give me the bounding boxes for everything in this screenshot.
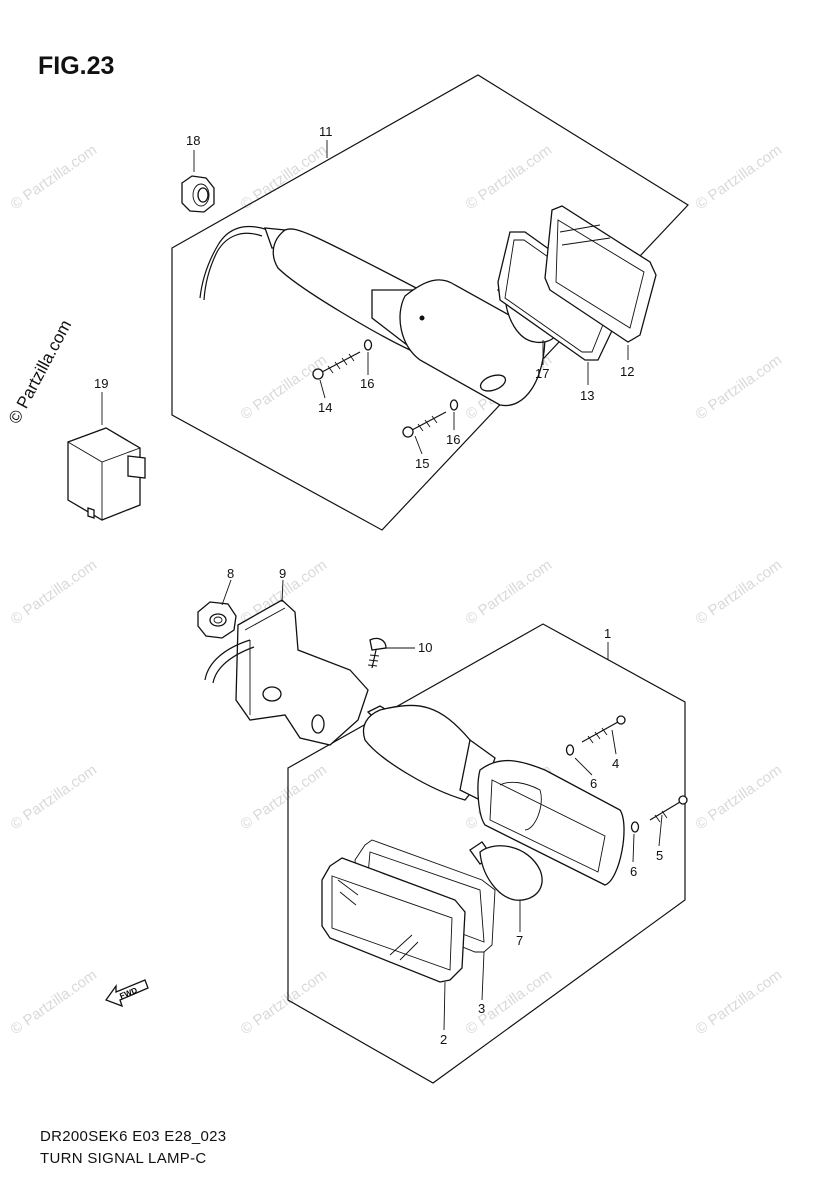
callout-2[interactable]: 2 <box>440 1032 447 1047</box>
part-5-screw[interactable] <box>649 795 688 823</box>
part-name: TURN SIGNAL LAMP-C <box>40 1150 207 1167</box>
callout-10[interactable]: 10 <box>418 640 432 655</box>
callout-3[interactable]: 3 <box>478 1001 485 1016</box>
part-12-lens[interactable] <box>544 205 657 343</box>
callout-19[interactable]: 19 <box>94 376 108 391</box>
watermark: © Partzilla.com <box>463 556 556 628</box>
part-6-washer-b[interactable] <box>630 821 640 833</box>
watermark: © Partzilla.com <box>693 556 786 628</box>
part-16-washer-a[interactable] <box>363 339 373 351</box>
watermark: © Partzilla.com <box>693 966 786 1038</box>
part-18-nut[interactable] <box>181 175 215 213</box>
watermark: © Partzilla.com <box>238 966 331 1038</box>
callout-7[interactable]: 7 <box>516 933 523 948</box>
watermark: © Partzilla.com <box>463 141 556 213</box>
watermark: © Partzilla.com <box>8 141 101 213</box>
part-19-relay[interactable] <box>67 427 146 521</box>
callout-12[interactable]: 12 <box>620 364 634 379</box>
part-9-bracket[interactable] <box>235 599 369 746</box>
callout-1[interactable]: 1 <box>604 626 611 641</box>
part-15-screw[interactable] <box>402 411 447 438</box>
watermark: © Partzilla.com <box>238 351 331 423</box>
figure-title: FIG.23 <box>38 52 115 80</box>
watermark: © Partzilla.com <box>238 761 331 833</box>
fwd-label: FWD <box>118 986 138 1001</box>
callout-13[interactable]: 13 <box>580 388 594 403</box>
callout-4[interactable]: 4 <box>612 756 619 771</box>
callout-18[interactable]: 18 <box>186 133 200 148</box>
part-14-screw[interactable] <box>312 351 361 380</box>
callout-14[interactable]: 14 <box>318 400 332 415</box>
part-4-screw[interactable] <box>581 715 626 744</box>
part-16-washer-b[interactable] <box>449 399 459 411</box>
part-6-washer-a[interactable] <box>565 744 575 756</box>
watermark: © Partzilla.com <box>8 966 101 1038</box>
part-2-lens[interactable] <box>321 857 466 983</box>
watermark: © Partzilla.com <box>693 761 786 833</box>
callout-16b[interactable]: 16 <box>446 432 460 447</box>
callout-6a[interactable]: 6 <box>590 776 597 791</box>
callout-15[interactable]: 15 <box>415 456 429 471</box>
model-code: DR200SEK6 E03 E28_023 <box>40 1128 227 1145</box>
watermark: © Partzilla.com <box>693 141 786 213</box>
assembly-1-frame <box>287 623 686 1084</box>
part-1-lamp-body[interactable] <box>362 704 625 886</box>
side-watermark: © Partzilla.com <box>5 317 76 427</box>
wire-lower <box>204 639 255 684</box>
callout-5[interactable]: 5 <box>656 848 663 863</box>
watermark: © Partzilla.com <box>8 556 101 628</box>
callout-17[interactable]: 17 <box>535 366 549 381</box>
callout-6b[interactable]: 6 <box>630 864 637 879</box>
callout-labels: 11 18 19 12 13 17 14 16 15 16 1 8 9 10 4… <box>94 124 663 1047</box>
part-7-bulb[interactable] <box>469 841 543 901</box>
watermark: © Partzilla.com <box>693 351 786 423</box>
upper-leaders <box>101 140 629 455</box>
part-10-screw[interactable] <box>367 637 387 669</box>
callout-9[interactable]: 9 <box>279 566 286 581</box>
callout-8[interactable]: 8 <box>227 566 234 581</box>
part-11-lamp-housing[interactable] <box>199 225 546 407</box>
callout-16a[interactable]: 16 <box>360 376 374 391</box>
fwd-arrow-icon: FWD <box>104 979 149 1008</box>
lower-leaders <box>221 579 663 1031</box>
callout-11[interactable]: 11 <box>319 124 333 139</box>
watermark: © Partzilla.com <box>8 761 101 833</box>
part-8-nut[interactable] <box>197 601 237 639</box>
